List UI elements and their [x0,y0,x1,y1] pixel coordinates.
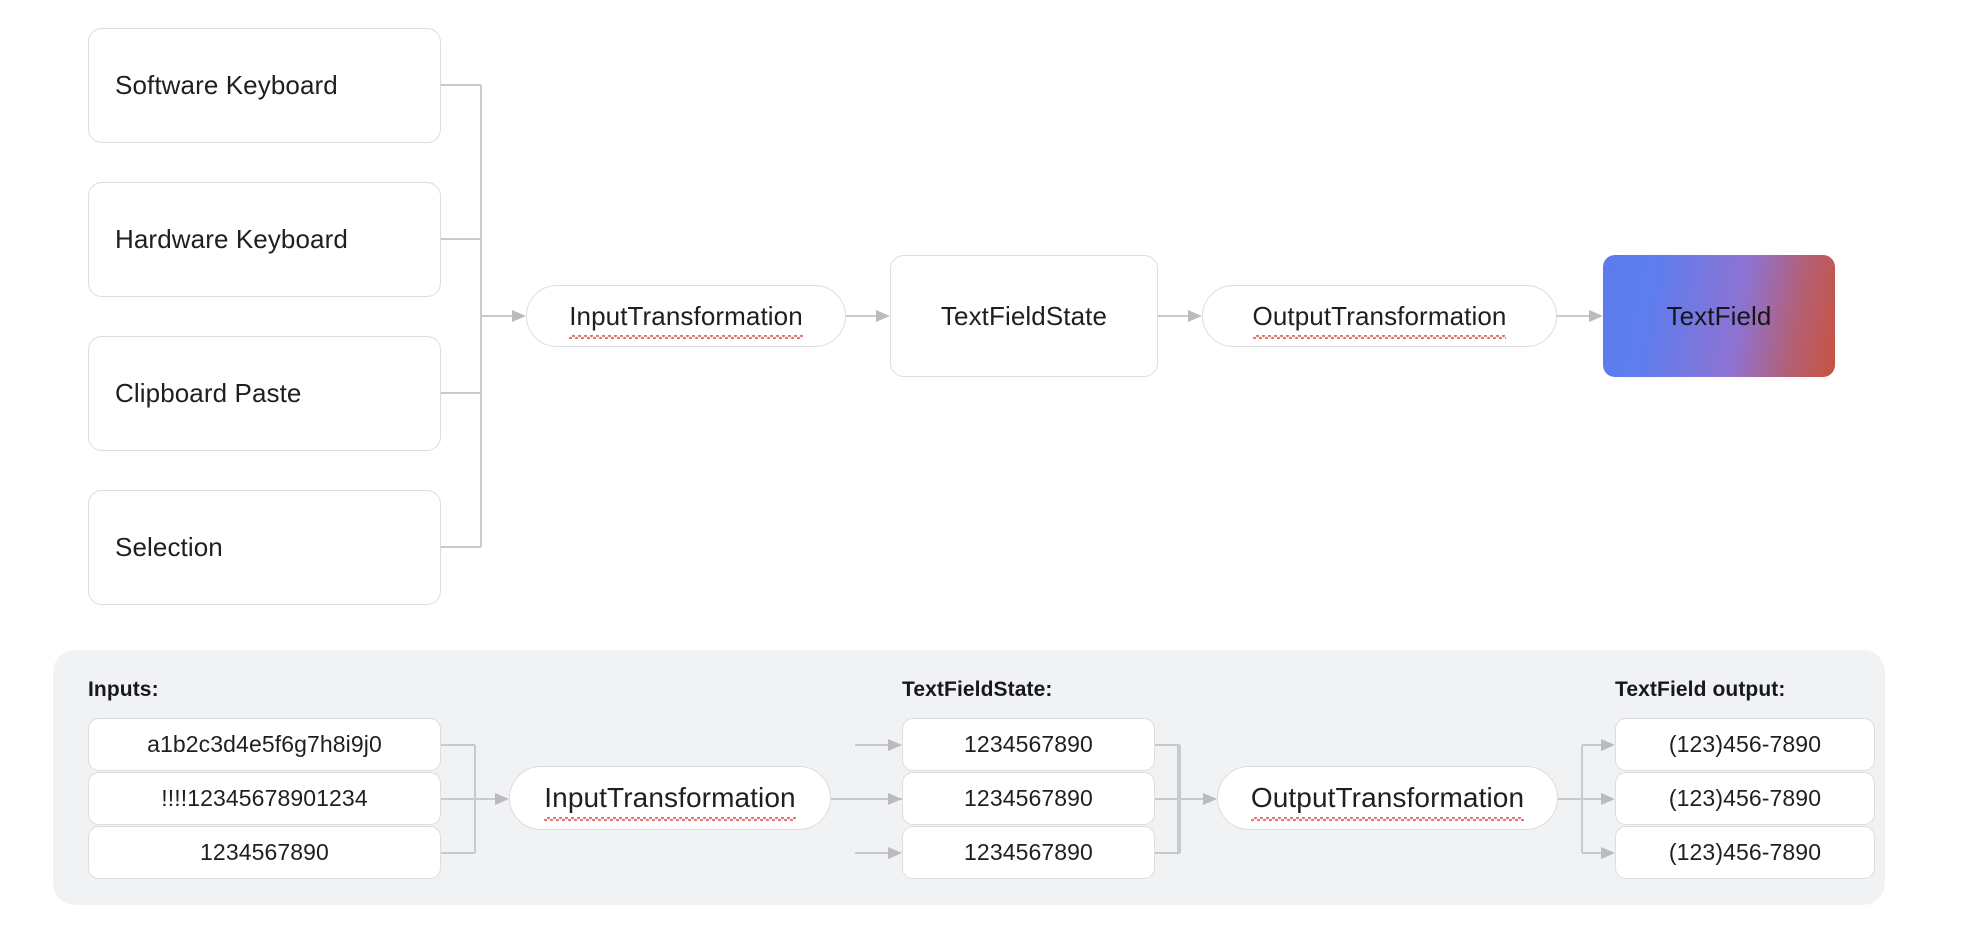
inputs-heading: Inputs: [88,678,159,701]
input-value-text: a1b2c3d4e5f6g7h8i9j0 [147,731,382,757]
state-heading: TextFieldState: [902,678,1053,701]
source-box-software-keyboard[interactable]: Software Keyboard [88,28,441,143]
source-box-label: Selection [115,532,223,562]
node-input-transformation[interactable]: InputTransformation [526,285,846,347]
node-textfield-label: TextField [1666,300,1772,331]
source-box-selection[interactable]: Selection [88,490,441,605]
state-value-text: 1234567890 [964,785,1093,811]
node-output-transformation[interactable]: OutputTransformation [1202,285,1557,347]
output-value-row[interactable]: (123)456-7890 [1615,772,1875,825]
state-value-row[interactable]: 1234567890 [902,826,1155,879]
input-value-row[interactable]: a1b2c3d4e5f6g7h8i9j0 [88,718,441,771]
source-box-label: Software Keyboard [115,70,338,100]
output-value-text: (123)456-7890 [1668,731,1822,757]
output-heading: TextField output: [1615,678,1786,701]
input-value-text: 1234567890 [200,839,329,865]
source-box-label: Hardware Keyboard [115,224,348,254]
input-value-row[interactable]: !!!!12345678901234 [88,772,441,825]
state-value-row[interactable]: 1234567890 [902,718,1155,771]
node-textfield-state-label: TextFieldState [940,300,1108,331]
source-box-label: Clipboard Paste [115,378,302,408]
state-value-text: 1234567890 [964,731,1093,757]
output-value-row[interactable]: (123)456-7890 [1615,718,1875,771]
panel-input-transformation-label: InputTransformation [544,782,797,821]
panel-output-transformation-label: OutputTransformation [1250,782,1525,821]
input-value-text: !!!!12345678901234 [161,785,368,811]
source-box-clipboard-paste[interactable]: Clipboard Paste [88,336,441,451]
state-value-row[interactable]: 1234567890 [902,772,1155,825]
panel-input-transformation[interactable]: InputTransformation [509,766,831,830]
node-input-transformation-label: InputTransformation [569,300,803,339]
panel-output-transformation[interactable]: OutputTransformation [1217,766,1558,830]
state-value-text: 1234567890 [964,839,1093,865]
node-textfield-state[interactable]: TextFieldState [890,255,1158,377]
source-box-hardware-keyboard[interactable]: Hardware Keyboard [88,182,441,297]
output-value-text: (123)456-7890 [1668,839,1822,865]
output-value-text: (123)456-7890 [1668,785,1822,811]
node-textfield[interactable]: TextField [1603,255,1835,377]
input-value-row[interactable]: 1234567890 [88,826,441,879]
node-output-transformation-label: OutputTransformation [1252,300,1507,339]
output-value-row[interactable]: (123)456-7890 [1615,826,1875,879]
